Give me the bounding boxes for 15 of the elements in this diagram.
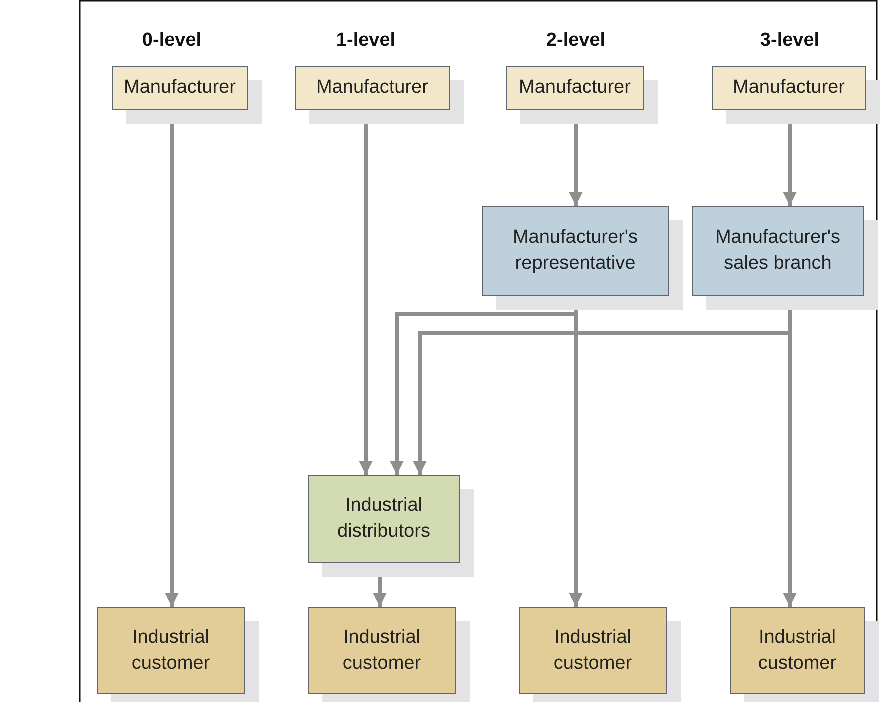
node-label: Manufacturer's sales branch xyxy=(714,226,842,276)
node-label: Industrial customer xyxy=(757,626,838,676)
level-heading: 0-level xyxy=(142,30,202,52)
level-heading: 2-level xyxy=(546,30,606,52)
node-label: Industrial customer xyxy=(552,626,634,676)
node-label: Manufacturer xyxy=(732,76,846,100)
node-label: Industrial distributors xyxy=(336,494,432,544)
node-label: Manufacturer xyxy=(123,76,237,100)
node-label: Manufacturer xyxy=(316,76,430,100)
node-label: Industrial customer xyxy=(342,626,422,676)
node-label: Manufacturer xyxy=(518,76,632,100)
level-heading: 3-level xyxy=(760,30,820,52)
level-heading: 1-level xyxy=(336,30,396,52)
node-label: Industrial customer xyxy=(130,626,212,676)
node-label: Manufacturer's representative xyxy=(512,226,640,276)
